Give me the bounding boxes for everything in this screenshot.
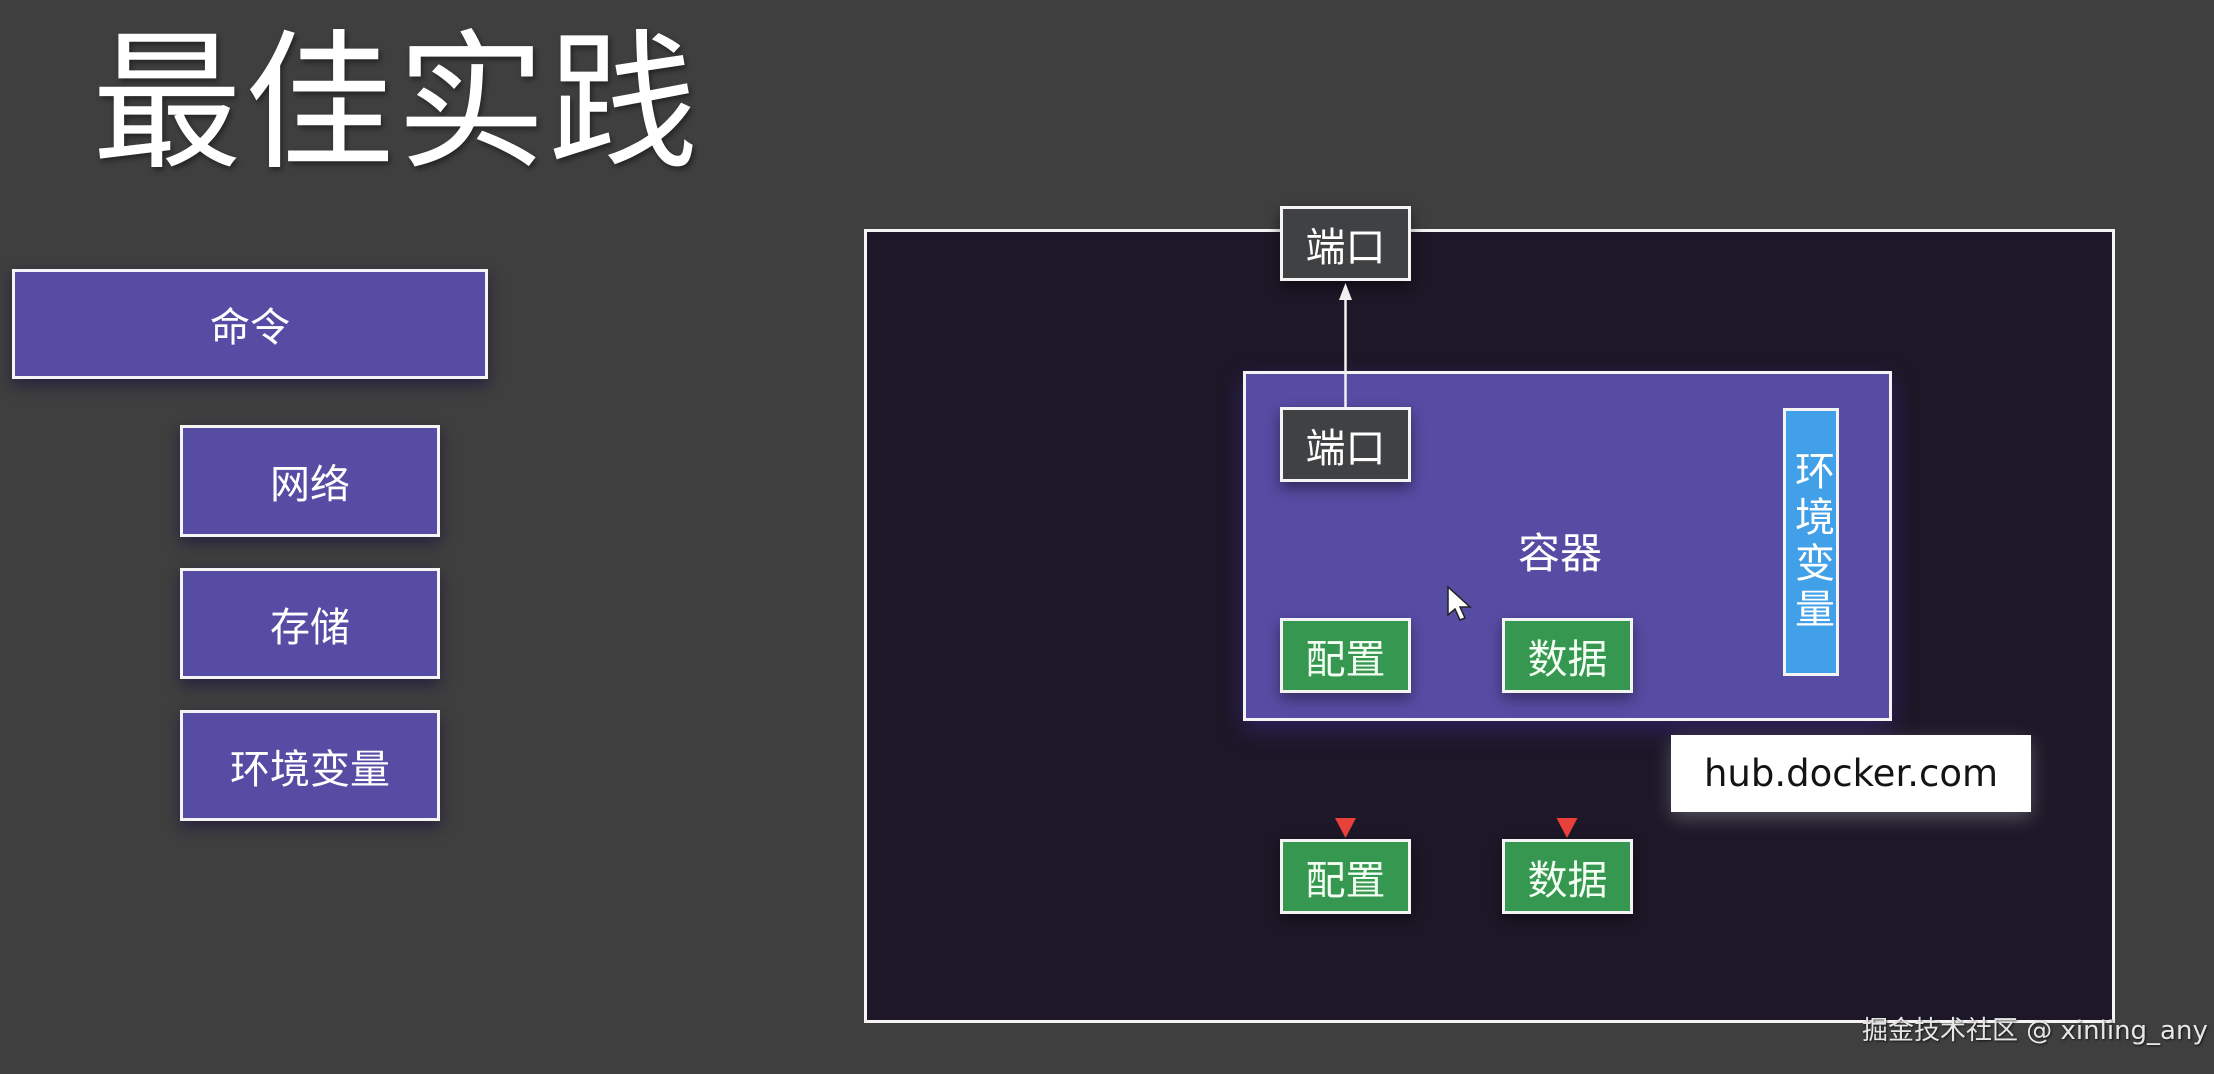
container-data-label: 数据: [1527, 636, 1608, 683]
mouse-cursor-icon: [1447, 585, 1472, 621]
watermark: 掘金技术社区 @ xinling_any: [1862, 1016, 2208, 1046]
host-config-box: 配置: [1280, 839, 1411, 914]
container-data-box: 数据: [1502, 618, 1633, 693]
registry-label: hub.docker.com: [1671, 735, 2031, 812]
container-port-box: 端口: [1280, 407, 1411, 482]
storage-box: 存储: [180, 568, 440, 679]
container-config-box: 配置: [1280, 618, 1411, 693]
command-box: 命令: [12, 269, 488, 379]
network-box: 网络: [180, 425, 440, 537]
host-config-label: 配置: [1305, 857, 1386, 904]
container-config-label: 配置: [1305, 636, 1386, 683]
page-title: 最佳实践: [92, 17, 701, 191]
container-port-label: 端口: [1305, 425, 1386, 472]
command-label: 命令: [210, 305, 290, 351]
container-env-label: 环境变量: [1788, 450, 1834, 634]
storage-label: 存储: [270, 604, 350, 651]
host-port-box: 端口: [1280, 206, 1411, 281]
network-label: 网络: [270, 462, 350, 508]
host-data-box: 数据: [1502, 839, 1633, 914]
host-port-label: 端口: [1305, 224, 1386, 271]
container-label: 容器: [1518, 529, 1603, 578]
env-vars-box: 环境变量: [180, 710, 440, 821]
container-env-box: 环境变量: [1783, 408, 1839, 676]
env-vars-label: 环境变量: [230, 746, 390, 793]
host-data-label: 数据: [1527, 857, 1608, 904]
